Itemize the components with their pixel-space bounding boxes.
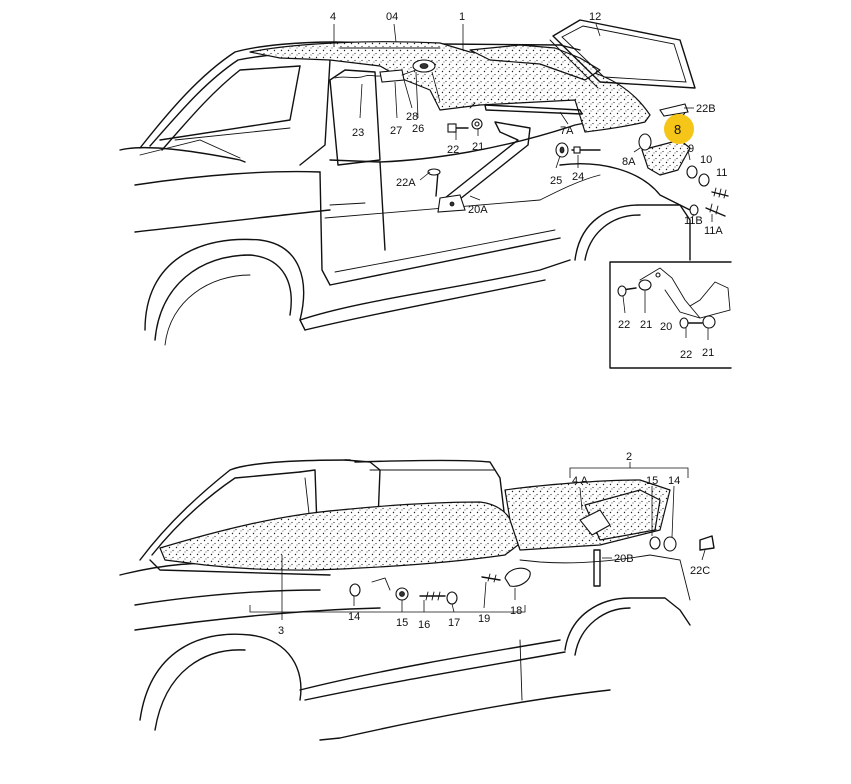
inset-label-22a: 22 — [618, 319, 630, 331]
group-bracket-3 — [249, 605, 526, 613]
label-9: 9 — [688, 143, 694, 155]
label-4A: 4 A — [572, 475, 589, 487]
label-14-top: 14 — [668, 475, 680, 487]
label-26: 26 — [412, 123, 424, 135]
label-24: 24 — [572, 171, 584, 183]
label-14: 14 — [348, 611, 360, 623]
label-3: 3 — [278, 625, 284, 637]
label-22C: 22C — [690, 565, 710, 577]
bracket-assembly-8 — [638, 103, 729, 217]
label-27: 27 — [390, 125, 402, 137]
label-20B: 20B — [614, 553, 634, 565]
inset-label-20: 20 — [660, 321, 672, 333]
roof-headliner-part-1 — [249, 41, 651, 133]
leader-lines — [281, 23, 713, 620]
label-21-top: 21 — [472, 141, 484, 153]
fasteners-24-25 — [555, 142, 601, 158]
label-1: 1 — [459, 11, 465, 23]
group-bracket-2 — [569, 462, 689, 478]
label-22A: 22A — [396, 177, 416, 189]
inset-label-22b: 22 — [680, 349, 692, 361]
label-7A: 7A — [560, 125, 574, 137]
label-25: 25 — [550, 175, 562, 187]
label-18: 18 — [510, 605, 522, 617]
label-2: 2 — [626, 451, 632, 463]
label-28: 28 — [406, 111, 418, 123]
roof-rail-7A — [469, 102, 583, 115]
label-8A: 8A — [622, 156, 636, 168]
label-11A: 11A — [704, 225, 723, 237]
detail-inset-box — [609, 261, 732, 369]
roof-front-hardware — [334, 59, 436, 83]
rear-window-part-12 — [549, 19, 696, 89]
tonneau-cover-part-3 — [159, 479, 671, 571]
label-15-top: 15 — [646, 475, 658, 487]
label-22-top: 22 — [447, 144, 459, 156]
highlight-marker — [664, 114, 694, 144]
inset-label-21b: 21 — [702, 347, 714, 359]
bottom-car-outline — [119, 459, 691, 741]
label-15: 15 — [396, 617, 408, 629]
inset-label-21a: 21 — [640, 319, 652, 331]
label-22B: 22B — [696, 103, 716, 115]
bottom-hardware — [349, 509, 715, 605]
label-4: 4 — [330, 11, 336, 23]
label-8: 8 — [674, 122, 681, 137]
label-19: 19 — [478, 613, 490, 625]
label-23: 23 — [352, 127, 364, 139]
label-17: 17 — [448, 617, 460, 629]
label-04: 04 — [386, 11, 398, 23]
label-11: 11 — [716, 167, 727, 179]
label-12: 12 — [589, 11, 601, 23]
label-10: 10 — [700, 154, 712, 166]
label-20A: 20A — [468, 204, 488, 216]
hinge-assembly-20A — [427, 118, 531, 213]
part-labels: 4 04 1 12 22B 28 23 27 26 7A 8 22 21 8A … — [278, 11, 727, 637]
label-11B: 11B — [684, 215, 703, 227]
label-16: 16 — [418, 619, 430, 631]
